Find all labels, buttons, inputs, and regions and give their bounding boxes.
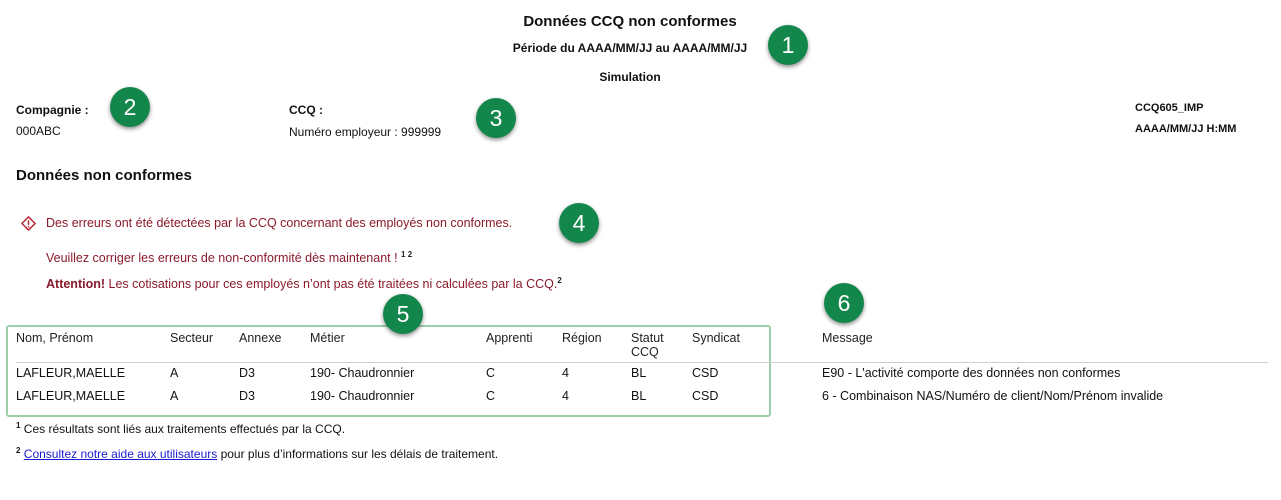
company-label: Compagnie : <box>16 103 89 117</box>
col-header-region: Région <box>562 331 602 345</box>
footnote-2-marker: 2 <box>16 446 21 455</box>
ccq-label: CCQ : <box>289 103 323 117</box>
error-correct-text: Veuillez corriger les erreurs de non-con… <box>46 251 398 266</box>
cell-sector: A <box>170 389 179 403</box>
cell-message: E90 - L'activité comporte des données no… <box>822 366 1121 380</box>
cell-annex: D3 <box>239 366 255 380</box>
cell-status: BL <box>631 389 647 403</box>
cell-annex: D3 <box>239 389 255 403</box>
cell-name: LAFLEUR,MAELLE <box>16 366 126 380</box>
cell-trade: 190- Chaudronnier <box>310 389 415 403</box>
col-header-sector: Secteur <box>170 331 214 345</box>
callout-badge: 2 <box>110 87 150 127</box>
callout-badge: 5 <box>383 294 423 334</box>
attention-text: Les cotisations pour ces employés n’ont … <box>105 277 558 292</box>
footnote-ref-2: 2 <box>557 276 562 285</box>
cell-region: 4 <box>562 366 569 380</box>
callout-badge: 4 <box>559 203 599 243</box>
cell-status: BL <box>631 366 647 380</box>
col-header-name: Nom, Prénom <box>16 331 94 345</box>
col-header-union: Syndicat <box>692 331 740 345</box>
cell-union: CSD <box>692 366 719 380</box>
footnote-ref-1-2: 1 2 <box>401 250 413 259</box>
footnote-2-text: pour plus d’informations sur les délais … <box>217 447 499 461</box>
report-mode: Simulation <box>599 70 661 84</box>
col-header-status-line2: CCQ <box>631 345 659 359</box>
section-title: Données non conformes <box>16 167 192 184</box>
cell-union: CSD <box>692 389 719 403</box>
cell-region: 4 <box>562 389 569 403</box>
cell-name: LAFLEUR,MAELLE <box>16 389 126 403</box>
col-header-status: Statut CCQ <box>631 331 664 359</box>
table-header-divider <box>16 362 1268 363</box>
report-title: Données CCQ non conformes <box>523 13 737 30</box>
user-help-link[interactable]: Consultez notre aide aux utilisateurs <box>23 447 218 461</box>
warning-diamond-icon <box>21 216 36 231</box>
cell-trade: 190- Chaudronnier <box>310 366 415 380</box>
report-code: CCQ605_IMP <box>1135 102 1204 114</box>
report-datetime: AAAA/MM/JJ H:MM <box>1135 123 1237 135</box>
col-header-annex: Annexe <box>239 331 282 345</box>
error-correct-message: Veuillez corriger les erreurs de non-con… <box>46 250 412 265</box>
cell-apprentice: C <box>486 366 496 380</box>
footnote-1: 1 Ces résultats sont liés aux traitement… <box>16 421 345 436</box>
callout-badge: 1 <box>768 25 808 65</box>
col-header-message: Message <box>822 331 873 345</box>
footnote-1-text: Ces résultats sont liés aux traitements … <box>20 422 346 436</box>
cell-apprentice: C <box>486 389 496 403</box>
company-value: 000ABC <box>16 124 61 138</box>
col-header-apprentice: Apprenti <box>486 331 533 345</box>
attention-message: Attention! Les cotisations pour ces empl… <box>46 276 562 291</box>
col-header-trade: Métier <box>310 331 345 345</box>
callout-badge: 6 <box>824 283 864 323</box>
cell-sector: A <box>170 366 179 380</box>
employer-number: Numéro employeur : 999999 <box>289 125 442 139</box>
footnote-1-marker: 1 <box>16 421 21 430</box>
col-header-status-line1: Statut <box>631 331 664 345</box>
cell-message: 6 - Combinaison NAS/Numéro de client/Nom… <box>822 389 1164 403</box>
callout-badge: 3 <box>476 98 516 138</box>
report-period: Période du AAAA/MM/JJ au AAAA/MM/JJ <box>512 41 748 55</box>
attention-label: Attention! <box>46 277 106 292</box>
footnote-2: 2 Consultez notre aide aux utilisateurs … <box>16 446 498 461</box>
error-detected-message: Des erreurs ont été détectées par la CCQ… <box>46 216 513 230</box>
